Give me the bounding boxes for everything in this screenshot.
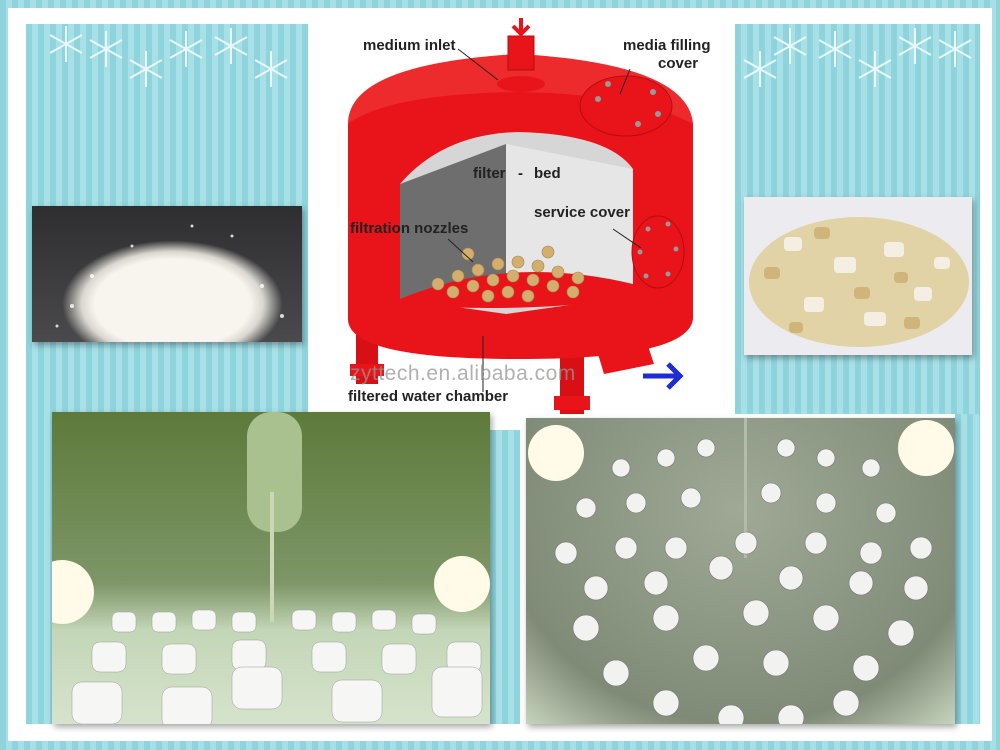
photo-nozzles-side-view [52,412,490,724]
bottom-right-strip [955,414,980,724]
photo-quartz-gravel [744,197,972,355]
bottom-middle-strip [490,430,520,724]
label-filtration-nozzles: filtration nozzles [350,220,469,237]
label-filter: filter [473,165,506,182]
nozzle-rows-side [52,412,490,724]
sand-grain-texture [55,224,284,328]
label-filter-dash: - [518,165,523,182]
filter-tank-diagram: medium inlet media filling cover filter … [308,14,735,420]
nozzle-grid-top [528,418,954,724]
snowflake-icon [49,26,288,87]
watermark: zyttech.en.alibaba.com [350,362,576,385]
label-bed: bed [534,165,561,182]
inlet-arrow-icon [511,18,531,37]
snowflake-icon [743,28,972,87]
gravel-texture [749,217,969,347]
label-medium-inlet: medium inlet [363,37,456,54]
filtration-nozzle-icons [431,245,585,303]
tank-illustration [348,18,693,414]
photo-nozzles-top-view [526,418,955,724]
photo-quartz-sand [32,206,302,342]
label-media-filling: media filling [623,37,711,54]
label-service-cover: service cover [534,204,630,221]
label-media-filling-cover: cover [658,55,699,72]
label-filtered-water-chamber: filtered water chamber [348,388,509,405]
bottom-left-strip [26,414,52,724]
outlet-arrow-icon [643,362,684,390]
